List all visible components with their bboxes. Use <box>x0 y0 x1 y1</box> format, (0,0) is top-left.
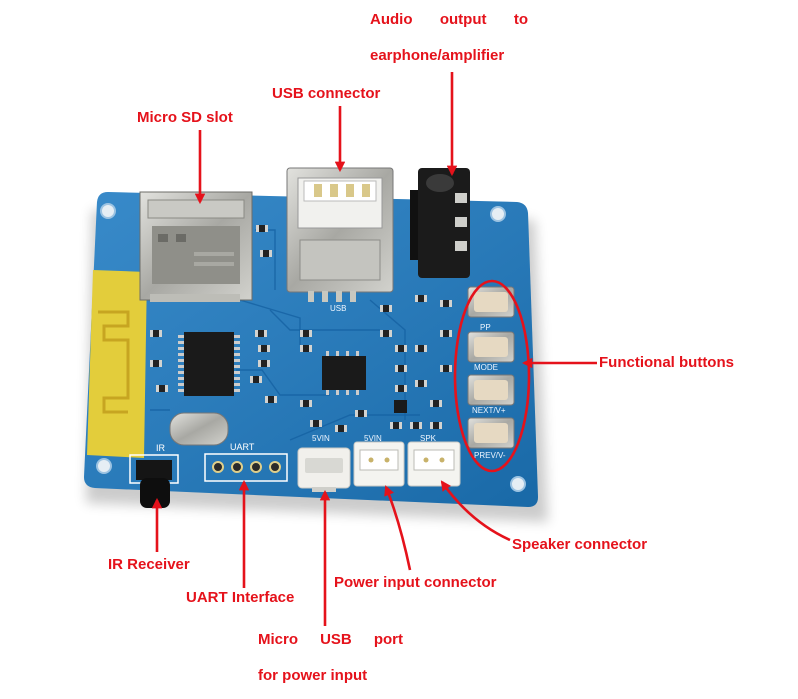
silkscreen-next: NEXT/V+ <box>472 406 506 415</box>
usb-a-connector <box>286 167 394 302</box>
label-micro-sd-slot: Micro SD slot <box>137 109 233 126</box>
small-ic <box>394 400 407 413</box>
tactile-button <box>467 331 515 363</box>
audio-jack <box>410 168 470 278</box>
smd-component <box>430 422 442 429</box>
label-usb-connector: USB connector <box>272 85 381 102</box>
smd-component <box>415 345 427 352</box>
smd-component <box>300 330 312 337</box>
buttons-highlight-ellipse <box>453 279 531 473</box>
label-ir-receiver: IR Receiver <box>108 556 190 573</box>
smd-component <box>335 425 347 432</box>
smd-component <box>380 305 392 312</box>
label-speaker-connector: Speaker connector <box>512 536 648 553</box>
smd-component <box>395 365 407 372</box>
power-input-connector <box>353 441 405 487</box>
silkscreen-power-5vin: 5VIN <box>364 434 382 443</box>
silkscreen-spk: SPK <box>420 434 437 443</box>
smd-component <box>415 295 427 302</box>
smd-component <box>310 420 322 427</box>
silkscreen-micro-usb-5vin: 5VIN <box>312 434 330 443</box>
micro-usb-port <box>297 447 351 492</box>
smd-component <box>440 365 452 372</box>
smd-component <box>265 396 277 403</box>
label-micro-usb-port-line1: Micro USB port <box>258 631 403 648</box>
smd-component <box>395 385 407 392</box>
smd-component <box>440 300 452 307</box>
label-audio-output-line1: Audio output to <box>370 11 528 28</box>
label-uart-interface: UART Interface <box>186 589 295 606</box>
smd-component <box>300 345 312 352</box>
annotation-arrows <box>151 72 597 626</box>
smd-component <box>440 330 452 337</box>
micro-sd-slot <box>139 191 253 302</box>
smd-component <box>150 360 162 367</box>
small-ic <box>322 351 366 395</box>
smd-component <box>380 330 392 337</box>
smd-component <box>250 376 262 383</box>
label-micro-usb-port: Micro USB port for power input <box>258 622 403 694</box>
tactile-button <box>467 286 515 318</box>
crystal-oscillator <box>169 412 229 446</box>
mounting-hole <box>490 206 506 222</box>
arrow-power-input-connector <box>384 485 412 571</box>
uart-header <box>204 453 288 482</box>
smd-component <box>410 422 422 429</box>
label-micro-usb-port-line2: for power input <box>258 667 368 684</box>
label-functional-buttons: Functional buttons <box>599 354 734 371</box>
smd-component <box>395 345 407 352</box>
smd-component <box>256 225 268 232</box>
ir-receiver <box>129 454 179 508</box>
tactile-button <box>467 374 515 406</box>
speaker-connector <box>407 441 461 487</box>
mounting-hole <box>510 476 526 492</box>
label-audio-output-line2: earphone/amplifier <box>370 47 505 64</box>
smd-component <box>258 360 270 367</box>
smd-component <box>150 330 162 337</box>
arrow-speaker-connector <box>440 480 511 542</box>
main-chip <box>178 332 240 396</box>
smd-component <box>390 422 402 429</box>
silkscreen-pp: PP <box>480 323 491 332</box>
silkscreen-ir: IR <box>156 443 166 453</box>
bluetooth-module-antenna <box>87 270 147 458</box>
silkscreen-mode: MODE <box>474 363 498 372</box>
smd-component <box>355 410 367 417</box>
mounting-hole <box>96 458 112 474</box>
label-audio-output: Audio output to earphone/amplifier <box>370 2 528 74</box>
smd-component <box>415 380 427 387</box>
silkscreen-usb: USB <box>330 304 346 313</box>
smd-component <box>258 345 270 352</box>
smd-component <box>260 250 272 257</box>
tactile-button <box>467 417 515 449</box>
smd-component <box>300 400 312 407</box>
silkscreen-prev: PREV/V- <box>474 451 506 460</box>
mounting-hole <box>100 203 116 219</box>
smd-component <box>430 400 442 407</box>
silkscreen-uart: UART <box>230 442 255 452</box>
label-power-input-connector: Power input connector <box>334 574 497 591</box>
smd-component <box>156 385 168 392</box>
smd-component <box>255 330 267 337</box>
